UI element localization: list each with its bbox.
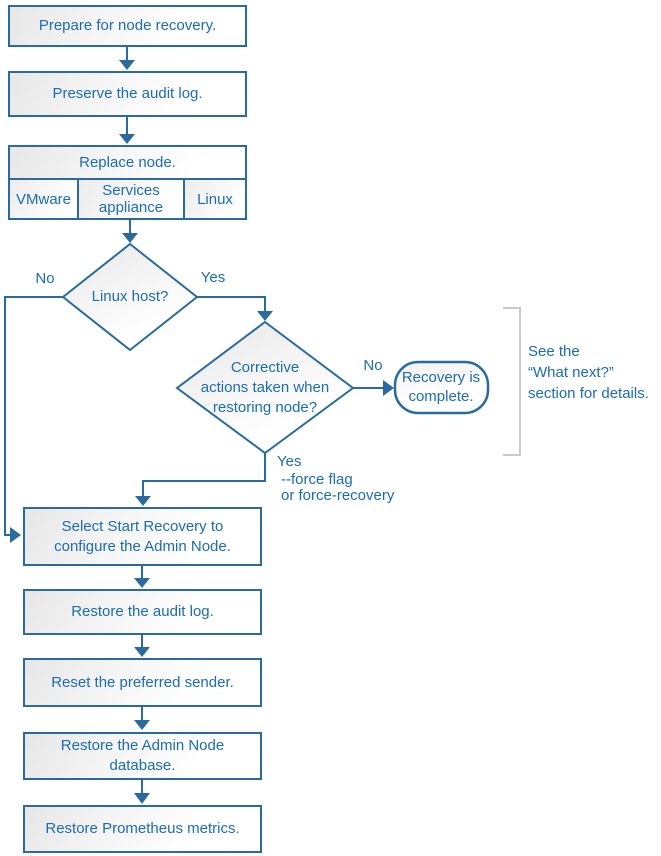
terminal-recovery-complete-shape [393,360,490,415]
step-restore-audit-box: Restore the audit log. [23,589,262,635]
step-restore-prometheus-label: Restore Prometheus metrics. [45,820,240,837]
decision-corrective-text: Corrective actions taken when restoring … [177,323,353,453]
step-preserve-audit-label: Preserve the audit log. [52,85,203,102]
step-select-recovery-line2: configure the Admin Node. [54,537,231,555]
arrowhead-restore-prometheus [134,793,150,804]
terminal-recovery-line1: Recovery is [401,369,481,386]
arrowhead-preserve [119,60,135,70]
platform-cell-vmware: VMware [10,180,77,218]
arrowhead-replace [119,134,135,144]
step-restore-db-line1: Restore the Admin Node [60,737,225,754]
connector-linuxhost-no [4,296,63,536]
note-see-what-next-line2: “What next?” [528,364,614,381]
note-see-what-next-line3: section for details. [528,385,649,402]
note-see-what-next-line1: See the [528,343,580,360]
decision-corrective-line3: restoring node? [212,399,318,416]
decision-linux-host-text: Linux host? [91,288,169,305]
label-yes-corrective: Yes [277,453,302,470]
step-restore-db-line2: database. [109,757,176,774]
platform-cell-services-appliance: Services appliance [77,180,183,218]
step-restore-prometheus-box: Restore Prometheus metrics. [23,805,262,853]
note-force-flag: --force flag or force-recovery [281,472,394,504]
step-reset-sender-box: Reset the preferred sender. [23,658,262,707]
terminal-recovery-line2: complete. [408,388,474,405]
step-reset-sender-label: Reset the preferred sender. [51,673,234,691]
step-restore-db-box: Restore the Admin Node database. [23,732,262,780]
see-next-bracket [503,307,521,456]
decision-corrective-line1: Corrective [230,359,300,376]
step-replace-node-box: Replace node. VMware Services appliance … [8,145,247,220]
step-replace-node-label: Replace node. [79,153,176,171]
arrowhead-reset-sender [134,647,150,657]
arrowhead-recovery-complete [383,380,394,396]
note-force-flag-line2: or force-recovery [281,487,395,504]
step-select-recovery-box: Select Start Recovery to configure the A… [23,507,262,566]
arrowhead-linux-host-diamond [122,233,138,243]
arrowhead-restore-audit [134,578,150,588]
label-yes-linux-host: Yes [200,269,226,286]
label-no-corrective: No [363,357,383,374]
decision-corrective-line2: actions taken when [200,379,330,396]
connector-corrective-yes [142,453,266,497]
step-select-recovery-line1: Select Start Recovery to [61,517,224,535]
terminal-recovery-complete-text: Recovery is complete. [394,361,488,413]
arrowhead-corrective-diamond [257,311,273,321]
step-preserve-audit-box: Preserve the audit log. [8,71,247,117]
diamond-linux-host-shape [61,242,199,352]
platform-cell-linux: Linux [183,180,245,218]
step-restore-audit-label: Restore the audit log. [71,603,214,620]
step-prepare-box: Prepare for node recovery. [8,5,247,47]
arrowhead-select-box-left [10,527,21,543]
note-force-flag-line1: --force flag [281,471,353,488]
arrowhead-restore-db [134,720,150,730]
platform-row: VMware Services appliance Linux [10,178,245,218]
note-see-what-next: See the “What next?” section for details… [528,341,649,404]
step-prepare-label: Prepare for node recovery. [38,17,217,34]
label-no-linux-host: No [35,270,55,287]
connector-linuxhost-yes [197,296,266,312]
arrowhead-select-box-top [135,496,151,506]
